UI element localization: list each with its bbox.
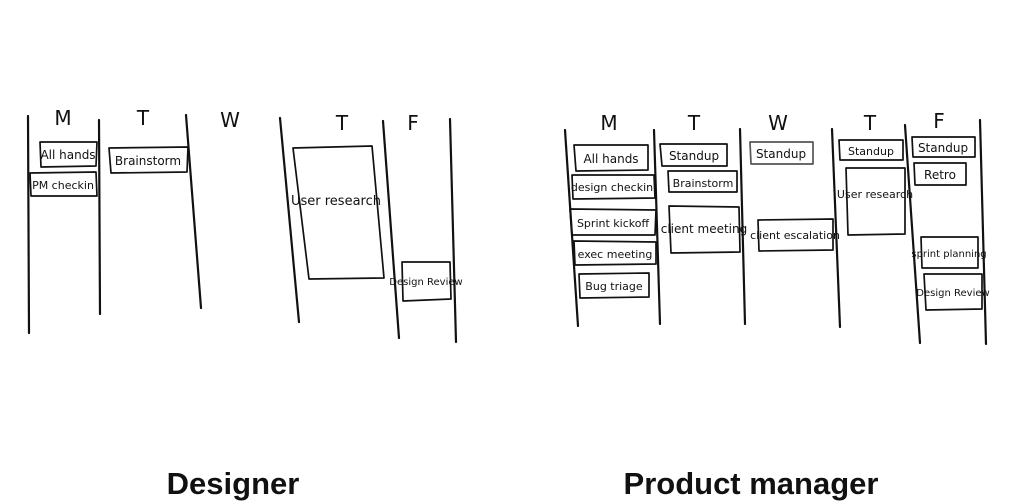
svg-text:Retro: Retro (924, 168, 956, 182)
svg-text:Design Review: Design Review (916, 288, 989, 299)
day-header-tuesday: T (687, 111, 701, 135)
product-manager-week: M T W T F All hands design checkin Sprin… (563, 109, 990, 346)
event-client-meeting: client meeting (661, 205, 748, 254)
day-header-wednesday: W (768, 111, 788, 135)
column-line (26, 114, 31, 335)
svg-text:All hands: All hands (583, 152, 638, 166)
day-header-wednesday: W (220, 108, 240, 132)
designer-week: M T W T F All hands PM checkin Brainstor… (26, 106, 463, 344)
event-user-research: User research (837, 167, 913, 236)
svg-text:Standup: Standup (756, 147, 806, 161)
svg-text:Brainstorm: Brainstorm (673, 177, 734, 190)
svg-text:design checkin: design checkin (571, 181, 653, 194)
event-bug-triage: Bug triage (578, 272, 650, 299)
event-user-research: User research (291, 145, 385, 280)
column-line (830, 127, 842, 329)
event-standup: Standup (911, 136, 976, 158)
day-header-friday: F (407, 111, 419, 135)
event-standup: Standup (838, 139, 904, 161)
event-standup: Standup (659, 143, 728, 167)
day-header-monday: M (54, 106, 71, 130)
svg-text:sprint planning: sprint planning (911, 249, 986, 260)
event-pm-checkin: PM checkin (29, 171, 98, 197)
event-design-review: Design Review (916, 273, 990, 311)
day-header-tuesday: T (136, 106, 150, 130)
column-line (97, 118, 102, 316)
event-brainstorm: Brainstorm (108, 146, 189, 174)
column-line (738, 127, 747, 326)
svg-text:Bug triage: Bug triage (585, 280, 643, 293)
event-all-hands: All hands (39, 141, 98, 168)
day-header-friday: F (933, 109, 945, 133)
column-line (448, 117, 458, 344)
column-line (652, 128, 662, 326)
day-header-monday: M (600, 111, 617, 135)
event-sprint-kickoff: Sprint kickoff (569, 208, 657, 236)
column-line (381, 119, 401, 340)
day-header-thursday: T (863, 111, 877, 135)
svg-text:Standup: Standup (918, 141, 968, 155)
day-header-thursday: T (335, 111, 349, 135)
event-standup: Standup (749, 141, 814, 165)
column-line (978, 118, 988, 346)
svg-text:Standup: Standup (669, 149, 719, 163)
event-design-checkin: design checkin (571, 174, 656, 200)
svg-text:client meeting: client meeting (661, 222, 748, 236)
svg-text:Design Review: Design Review (389, 277, 462, 288)
svg-text:All hands: All hands (40, 148, 95, 162)
column-line (903, 123, 922, 345)
column-line (278, 116, 301, 324)
svg-text:Standup: Standup (848, 145, 894, 158)
event-retro: Retro (913, 162, 967, 186)
event-exec-meeting: exec meeting (573, 240, 657, 266)
column-line (184, 113, 203, 310)
svg-text:exec meeting: exec meeting (578, 248, 653, 261)
svg-text:client escalation: client escalation (750, 229, 840, 242)
svg-text:PM checkin: PM checkin (32, 179, 94, 192)
event-design-review: Design Review (389, 261, 463, 302)
svg-text:Sprint kickoff: Sprint kickoff (577, 217, 650, 230)
event-client-escalation: client escalation (750, 218, 840, 252)
designer-caption: Designer (167, 466, 300, 501)
event-sprint-planning: sprint planning (911, 236, 987, 269)
svg-text:User research: User research (837, 188, 913, 201)
event-brainstorm: Brainstorm (667, 170, 738, 193)
svg-text:Brainstorm: Brainstorm (115, 154, 181, 168)
svg-text:User research: User research (291, 194, 381, 209)
product-manager-caption: Product manager (624, 466, 879, 501)
event-all-hands: All hands (573, 144, 649, 172)
